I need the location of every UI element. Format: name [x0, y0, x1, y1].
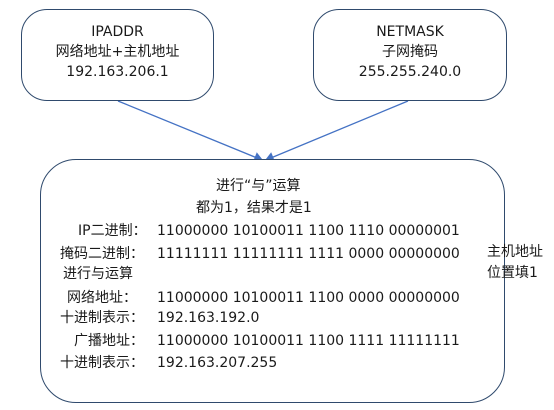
and-operation-label: 进行与运算	[63, 266, 133, 282]
ip-binary-label: IP二进制：	[78, 223, 147, 239]
netmask-to-and-arrow	[264, 100, 409, 162]
ipaddr-to-and-arrow	[117, 100, 264, 162]
ipaddr-box: IPADDR 网络地址+主机地址 192.163.206.1	[21, 9, 214, 101]
ipaddr-label: IPADDR	[91, 24, 144, 40]
network-decimal-value: 192.163.192.0	[157, 310, 260, 326]
operation-rule: 都为1，结果才是1	[196, 200, 312, 216]
network-address-label: 网络地址：	[67, 290, 137, 306]
network-address-value: 11000000 10100011 1100 0000 00000000	[157, 290, 460, 306]
mask-binary-value: 11111111 11111111 1111 0000 00000000	[157, 246, 460, 262]
ipaddr-value: 192.163.206.1	[66, 64, 169, 80]
broadcast-address-value: 11000000 10100011 1100 1111 11111111	[157, 333, 460, 349]
netmask-box: NETMASK 子网掩码 255.255.240.0	[313, 9, 507, 101]
netmask-desc: 子网掩码	[382, 44, 438, 60]
netmask-label: NETMASK	[376, 24, 444, 40]
host-note-line2: 位置填1	[487, 265, 538, 281]
network-decimal-label: 十进制表示：	[60, 310, 144, 326]
host-note-line1: 主机地址	[487, 244, 543, 260]
broadcast-decimal-label: 十进制表示：	[60, 355, 144, 371]
mask-binary-label: 掩码二进制：	[60, 246, 144, 262]
broadcast-address-label: 广播地址：	[74, 333, 144, 349]
and-operation-box	[40, 159, 505, 403]
operation-title: 进行“与”运算	[216, 178, 301, 194]
ipaddr-desc: 网络地址+主机地址	[55, 44, 180, 60]
broadcast-decimal-value: 192.163.207.255	[157, 355, 278, 371]
ip-binary-value: 11000000 10100011 1100 1110 00000001	[157, 223, 460, 239]
netmask-value: 255.255.240.0	[358, 64, 462, 80]
